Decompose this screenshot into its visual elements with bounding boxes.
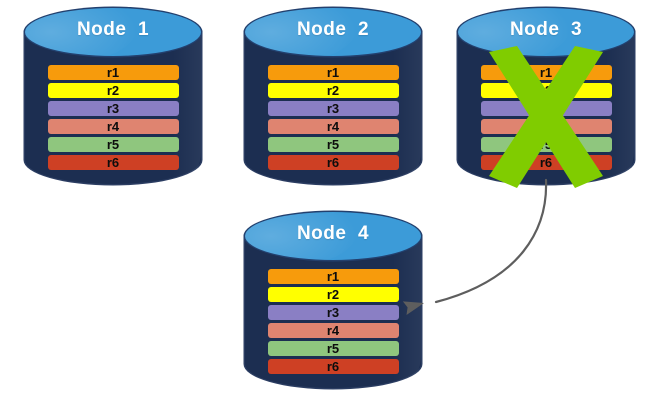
cylinder-top-cap — [245, 8, 421, 56]
record-bar[interactable]: r3 — [267, 305, 399, 320]
record-bar[interactable]: r4 — [480, 119, 612, 134]
record-bar[interactable]: r1 — [267, 269, 399, 284]
record-list: r1 r2 r3 r4 r5 r6 — [25, 65, 201, 170]
record-bar[interactable]: r2 — [267, 83, 399, 98]
node-1[interactable]: Node 1 r1 r2 r3 r4 r5 r6 — [25, 8, 202, 184]
record-bar[interactable]: r6 — [267, 155, 399, 170]
node-4[interactable]: Node 4 r1 r2 r3 r4 r5 r6 — [245, 212, 422, 388]
node-title: Node 3 — [509, 19, 583, 40]
record-bar[interactable]: r4 — [267, 119, 399, 134]
node-title: Node 4 — [296, 223, 370, 244]
node-title: Node 1 — [76, 19, 150, 40]
node-3[interactable]: Node 3 r1 r2 r3 r4 r5 r6 — [458, 8, 635, 184]
record-list: r1 r2 r3 r4 r5 r6 — [458, 65, 634, 170]
record-bar[interactable]: r5 — [47, 137, 179, 152]
record-bar[interactable]: r6 — [480, 155, 612, 170]
record-list: r1 r2 r3 r4 r5 r6 — [245, 269, 421, 374]
record-bar[interactable]: r4 — [267, 323, 399, 338]
record-bar[interactable]: r1 — [267, 65, 399, 80]
node-title: Node 2 — [296, 19, 370, 40]
record-bar[interactable]: r4 — [47, 119, 179, 134]
record-bar[interactable]: r1 — [47, 65, 179, 80]
record-bar[interactable]: r1 — [480, 65, 612, 80]
record-bar[interactable]: r3 — [267, 101, 399, 116]
record-bar[interactable]: r5 — [267, 137, 399, 152]
record-bar[interactable]: r2 — [47, 83, 179, 98]
record-bar[interactable]: r2 — [267, 287, 399, 302]
record-bar[interactable]: r2 — [480, 83, 612, 98]
record-bar[interactable]: r3 — [480, 101, 612, 116]
record-bar[interactable]: r6 — [267, 359, 399, 374]
record-bar[interactable]: r5 — [267, 341, 399, 356]
node-2[interactable]: Node 2 r1 r2 r3 r4 r5 r6 — [245, 8, 422, 184]
record-list: r1 r2 r3 r4 r5 r6 — [245, 65, 421, 170]
record-bar[interactable]: r5 — [480, 137, 612, 152]
record-bar[interactable]: r6 — [47, 155, 179, 170]
record-bar[interactable]: r3 — [47, 101, 179, 116]
